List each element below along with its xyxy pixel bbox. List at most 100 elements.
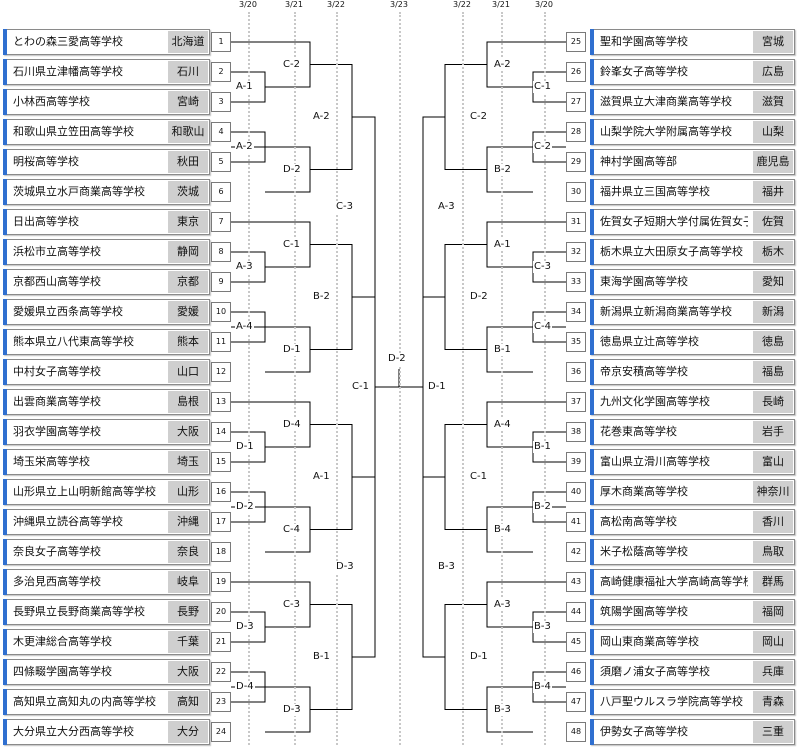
match-label: D-2 xyxy=(387,353,407,365)
prefecture-label: 和歌山 xyxy=(168,121,208,143)
match-label: D-1 xyxy=(469,651,489,663)
prefecture-label: 香川 xyxy=(753,511,793,533)
team-entry[interactable]: 厚木商業高等学校神奈川 xyxy=(590,479,795,505)
seed-number: 42 xyxy=(566,542,586,562)
team-entry[interactable]: 神村学園高等部鹿児島 xyxy=(590,149,795,175)
team-entry[interactable]: 鈴峯女子高等学校広島 xyxy=(590,59,795,85)
school-name: 伊勢女子高等学校 xyxy=(600,725,688,738)
accent-bar xyxy=(590,149,594,175)
accent-bar xyxy=(590,119,594,145)
team-entry[interactable]: 大分県立大分西高等学校大分 xyxy=(3,719,210,745)
team-entry[interactable]: 東海学園高等学校愛知 xyxy=(590,269,795,295)
accent-bar xyxy=(3,149,7,175)
team-entry[interactable]: 富山県立滑川高等学校富山 xyxy=(590,449,795,475)
accent-bar xyxy=(590,689,594,715)
seed-number: 19 xyxy=(211,572,231,592)
accent-bar xyxy=(3,509,7,535)
prefecture-label: 富山 xyxy=(753,451,793,473)
team-entry[interactable]: 中村女子高等学校山口 xyxy=(3,359,210,385)
school-name: 福井県立三国高等学校 xyxy=(600,185,710,198)
team-entry[interactable]: 京都西山高等学校京都 xyxy=(3,269,210,295)
team-entry[interactable]: 滋賀県立大津商業高等学校滋賀 xyxy=(590,89,795,115)
seed-number: 38 xyxy=(566,422,586,442)
accent-bar xyxy=(590,29,594,55)
school-name: 熊本県立八代東高等学校 xyxy=(13,335,134,348)
team-entry[interactable]: 佐賀女子短期大学付属佐賀女子高等学校佐賀 xyxy=(590,209,795,235)
prefecture-label: 福井 xyxy=(753,181,793,203)
match-label: C-1 xyxy=(469,471,488,483)
team-entry[interactable]: 長野県立長野商業高等学校長野 xyxy=(3,599,210,625)
school-name: 帝京安積高等学校 xyxy=(600,365,688,378)
prefecture-label: 長野 xyxy=(168,601,208,623)
seed-number: 15 xyxy=(211,452,231,472)
round-divider xyxy=(399,12,401,745)
team-entry[interactable]: 徳島県立辻高等学校徳島 xyxy=(590,329,795,355)
team-entry[interactable]: 奈良女子高等学校奈良 xyxy=(3,539,210,565)
team-entry[interactable]: 多治見西高等学校岐阜 xyxy=(3,569,210,595)
accent-bar xyxy=(590,569,594,595)
team-entry[interactable]: 羽衣学園高等学校大阪 xyxy=(3,419,210,445)
team-entry[interactable]: 浜松市立高等学校静岡 xyxy=(3,239,210,265)
round-date: 3/21 xyxy=(492,0,510,9)
team-entry[interactable]: 栃木県立大田原女子高等学校栃木 xyxy=(590,239,795,265)
team-entry[interactable]: 高松南高等学校香川 xyxy=(590,509,795,535)
team-entry[interactable]: 帝京安積高等学校福島 xyxy=(590,359,795,385)
team-entry[interactable]: 石川県立津幡高等学校石川 xyxy=(3,59,210,85)
team-entry[interactable]: 小林西高等学校宮崎 xyxy=(3,89,210,115)
prefecture-label: 大阪 xyxy=(168,661,208,683)
team-entry[interactable]: 岡山東商業高等学校岡山 xyxy=(590,629,795,655)
seed-number: 24 xyxy=(211,722,231,742)
match-label: D-1 xyxy=(427,381,447,393)
team-entry[interactable]: 出雲商業高等学校島根 xyxy=(3,389,210,415)
prefecture-label: 熊本 xyxy=(168,331,208,353)
team-entry[interactable]: 和歌山県立笠田高等学校和歌山 xyxy=(3,119,210,145)
team-entry[interactable]: 須磨ノ浦女子高等学校兵庫 xyxy=(590,659,795,685)
team-entry[interactable]: 埼玉栄高等学校埼玉 xyxy=(3,449,210,475)
team-entry[interactable]: とわの森三愛高等学校北海道 xyxy=(3,29,210,55)
accent-bar xyxy=(3,299,7,325)
team-entry[interactable]: 高知県立高知丸の内高等学校高知 xyxy=(3,689,210,715)
match-label: C-3 xyxy=(335,201,354,213)
school-name: 須磨ノ浦女子高等学校 xyxy=(600,665,710,678)
team-entry[interactable]: 沖縄県立読谷高等学校沖縄 xyxy=(3,509,210,535)
team-entry[interactable]: 高崎健康福祉大学高崎高等学校群馬 xyxy=(590,569,795,595)
seed-number: 39 xyxy=(566,452,586,472)
team-entry[interactable]: 福井県立三国高等学校 福井 xyxy=(590,179,795,205)
seed-number: 16 xyxy=(211,482,231,502)
school-name: 日出高等学校 xyxy=(13,215,79,228)
school-name: 高知県立高知丸の内高等学校 xyxy=(13,695,156,708)
accent-bar xyxy=(3,599,7,625)
team-entry[interactable]: 日出高等学校東京 xyxy=(3,209,210,235)
accent-bar xyxy=(3,479,7,505)
seed-number: 22 xyxy=(211,662,231,682)
accent-bar xyxy=(3,239,7,265)
accent-bar xyxy=(3,719,7,745)
match-label: C-4 xyxy=(282,523,301,536)
team-entry[interactable]: 茨城県立水戸商業高等学校茨城 xyxy=(3,179,210,205)
team-entry[interactable]: 四條畷学園高等学校大阪 xyxy=(3,659,210,685)
team-entry[interactable]: 米子松蔭高等学校鳥取 xyxy=(590,539,795,565)
accent-bar xyxy=(3,119,7,145)
team-entry[interactable]: 山形県立上山明新館高等学校山形 xyxy=(3,479,210,505)
team-entry[interactable]: 明桜高等学校秋田 xyxy=(3,149,210,175)
team-entry[interactable]: 熊本県立八代東高等学校 熊本 xyxy=(3,329,210,355)
team-entry[interactable]: 八戸聖ウルスラ学院高等学校青森 xyxy=(590,689,795,715)
round-divider xyxy=(544,12,546,745)
team-entry[interactable]: 花巻東高等学校岩手 xyxy=(590,419,795,445)
team-entry[interactable]: 愛媛県立西条高等学校愛媛 xyxy=(3,299,210,325)
team-entry[interactable]: 伊勢女子高等学校三重 xyxy=(590,719,795,745)
team-entry[interactable]: 九州文化学園高等学校長崎 xyxy=(590,389,795,415)
team-entry[interactable]: 新潟県立新潟商業高等学校新潟 xyxy=(590,299,795,325)
match-label: D-3 xyxy=(235,621,255,633)
prefecture-label: 奈良 xyxy=(168,541,208,563)
team-entry[interactable]: 山梨学院大学附属高等学校山梨 xyxy=(590,119,795,145)
prefecture-label: 岩手 xyxy=(753,421,793,443)
prefecture-label: 群馬 xyxy=(753,571,793,593)
seed-number: 44 xyxy=(566,602,586,622)
prefecture-label: 静岡 xyxy=(168,241,208,263)
team-entry[interactable]: 聖和学園高等学校宮城 xyxy=(590,29,795,55)
team-entry[interactable]: 木更津総合高等学校千葉 xyxy=(3,629,210,655)
team-entry[interactable]: 筑陽学園高等学校福岡 xyxy=(590,599,795,625)
accent-bar xyxy=(3,659,7,685)
prefecture-label: 宮城 xyxy=(753,31,793,53)
